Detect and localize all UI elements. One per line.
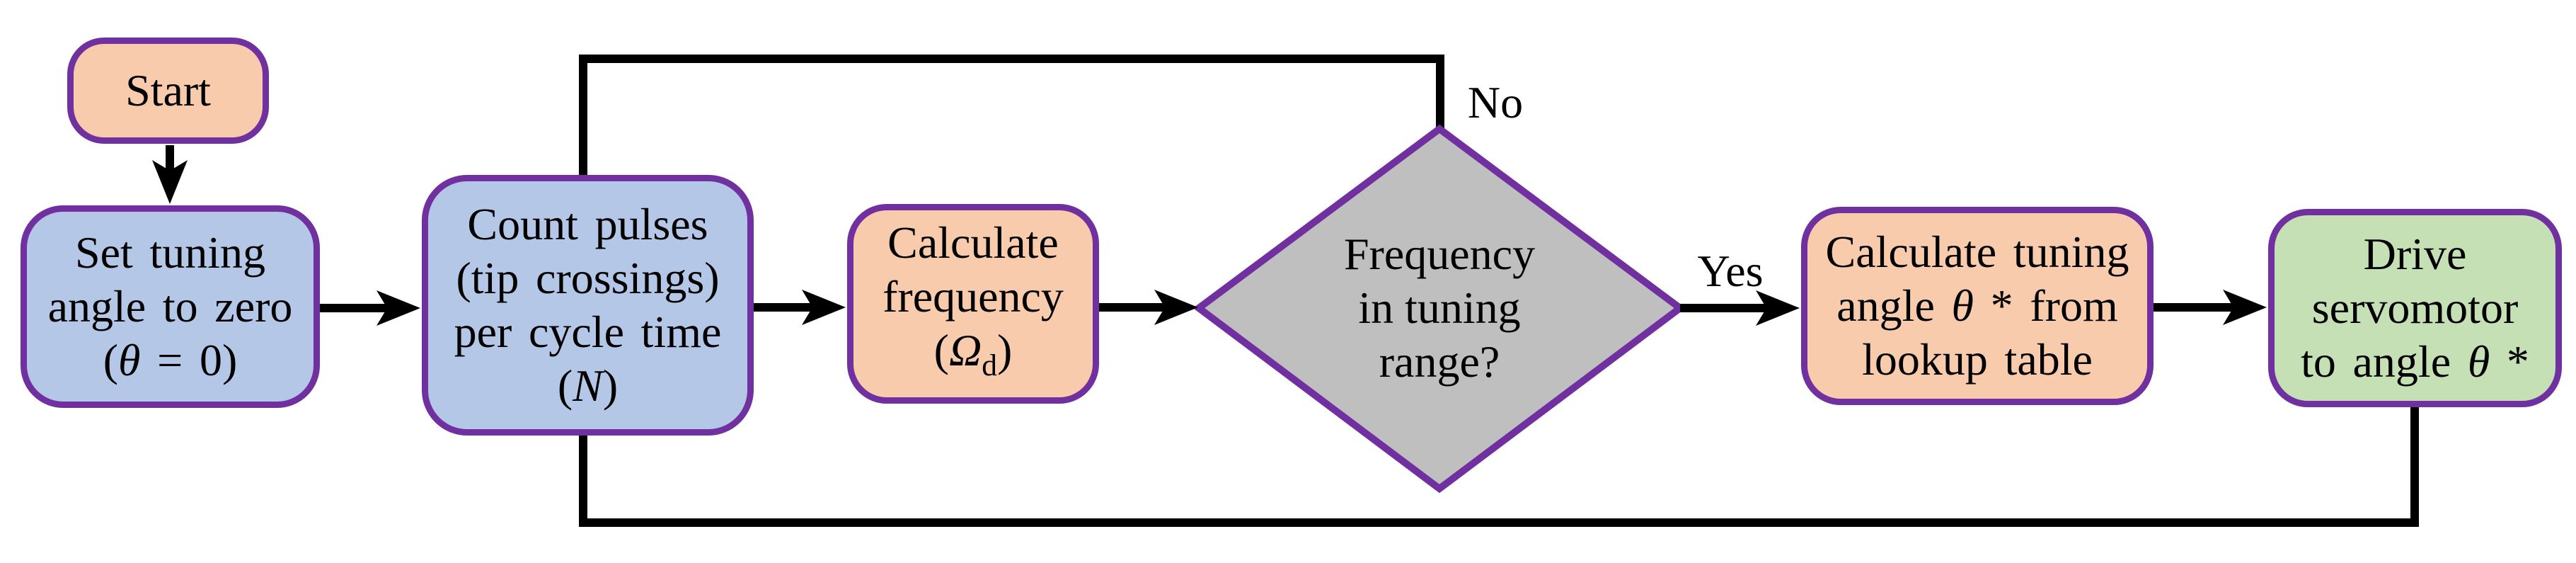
node-text-line: (tip crossings) <box>456 253 720 303</box>
node-text-line: (θ = 0) <box>103 334 238 387</box>
node-text-line: Drive <box>2363 229 2467 279</box>
arrowhead-set-angle-to-count <box>376 290 420 326</box>
node-text-line: Calculate <box>887 217 1059 268</box>
no-feedback-connector <box>579 55 1444 177</box>
math-theta: θ <box>118 335 141 385</box>
paren-close: ) <box>602 360 619 411</box>
edge-label-yes: Yes <box>1697 246 1764 296</box>
node-start-label: Start <box>125 65 211 115</box>
node-text-line: Frequency <box>1343 229 1536 279</box>
node-text-line: to angle θ * <box>2301 335 2529 389</box>
math-theta-star: θ <box>1951 280 1974 331</box>
flowchart-node-calc-frequency: Calculate frequency (Ωd) <box>847 204 1099 404</box>
math-n: N <box>573 360 603 411</box>
arrowhead-yes-to-calc-angle <box>1756 290 1800 326</box>
node-text-line: servomotor <box>2311 283 2519 333</box>
node-text-line: angle to zero <box>47 281 293 331</box>
text-pre: angle <box>1836 280 1952 331</box>
arrowhead-start-to-set-angle <box>152 160 188 204</box>
node-text-line: Count pulses <box>467 199 708 249</box>
node-text-line: angle θ * from <box>1836 279 2118 333</box>
math-equals-zero: = 0) <box>140 335 238 385</box>
node-text-line: lookup table <box>1862 334 2093 385</box>
node-text-line: range? <box>1379 336 1500 387</box>
node-text-line: frequency <box>882 271 1064 322</box>
math-omega: Ω <box>948 324 982 375</box>
edge-label-no: No <box>1467 77 1524 127</box>
arrowhead-count-to-calc-freq <box>802 290 846 325</box>
node-text-line: (N) <box>558 359 618 413</box>
arrowhead-calc-angle-to-servo <box>2223 290 2267 325</box>
node-text-line: Set tuning <box>74 227 266 278</box>
node-text-line: (Ωd) <box>934 324 1013 392</box>
paren-open: ( <box>103 335 119 385</box>
math-omega-subscript: d <box>982 348 998 382</box>
text-post: * <box>2490 336 2529 387</box>
node-text-line: per cycle time <box>454 307 722 357</box>
paren-close: ) <box>997 324 1013 375</box>
arrowhead-calc-freq-to-decision <box>1154 290 1198 325</box>
node-text-line: Calculate tuning <box>1825 227 2129 277</box>
servo-feedback-connector <box>579 405 2419 527</box>
text-post: * from <box>1973 280 2118 331</box>
flowchart-node-count-pulses: Count pulses (tip crossings) per cycle t… <box>422 175 754 436</box>
node-text-line: in tuning <box>1358 283 1521 333</box>
flowchart-node-calc-tuning-angle: Calculate tuning angle θ * from lookup t… <box>1801 207 2154 405</box>
flowchart-node-set-angle: Set tuning angle to zero (θ = 0) <box>21 205 320 408</box>
flowchart-node-start: Start <box>67 38 269 144</box>
decision-diamond-shape <box>1192 124 1686 494</box>
flowchart-node-decision: Frequency in tuning range? <box>1298 198 1581 418</box>
flowchart-node-drive-servomotor: Drive servomotor to angle θ * <box>2268 209 2562 407</box>
math-theta-star: θ <box>2467 336 2490 387</box>
paren-open: ( <box>933 324 949 375</box>
text-pre: to angle <box>2301 336 2468 387</box>
paren-open: ( <box>557 360 573 411</box>
